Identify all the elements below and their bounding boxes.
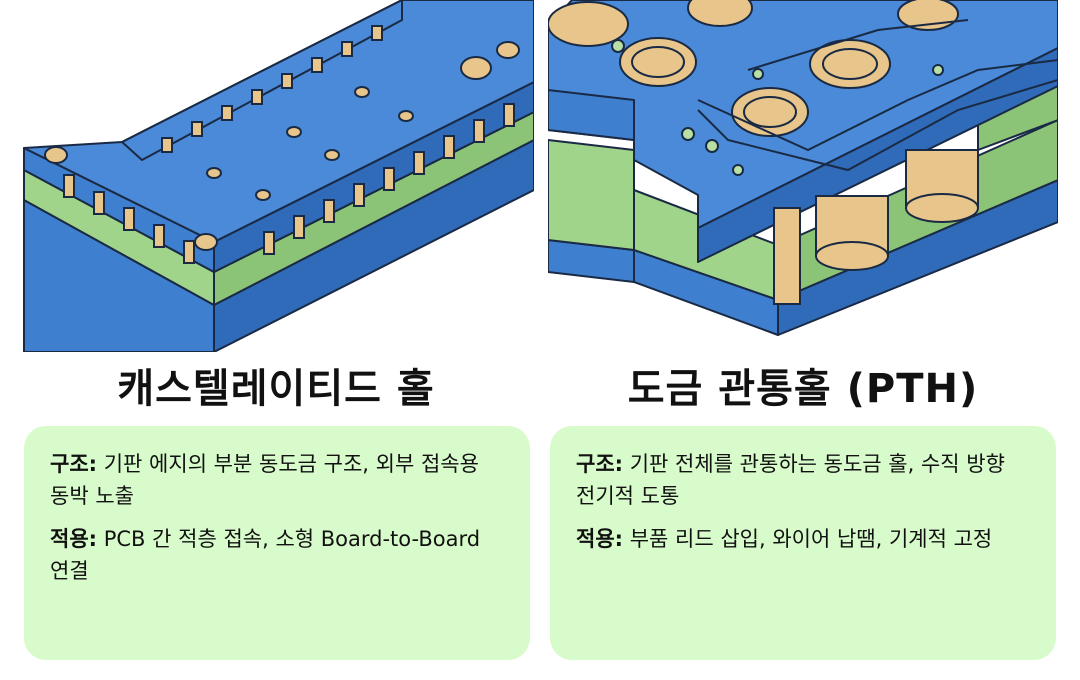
application-description: 적용: 부품 리드 삽입, 와이어 납땜, 기계적 고정 [576,523,1030,555]
pth-pads [548,0,959,137]
pth-title: 도금 관통홀 (PTH) [627,366,979,412]
castellated-half-holes [63,25,515,264]
plated-barrels [773,149,979,305]
application-description: 적용: PCB 간 적층 접속, 소형 Board-to-Board 연결 [50,523,504,587]
structure-label: 구조: [576,452,624,476]
castellated-hole-illustration [23,0,534,352]
castellated-hole-title: 캐스텔레이티드 홀 [117,366,435,412]
pth-info-card: 구조: 기판 전체를 관통하는 동도금 홀, 수직 방향 전기적 도통 적용: … [550,426,1056,660]
application-text: 부품 리드 삽입, 와이어 납땜, 기계적 고정 [629,527,993,551]
small-vias [611,39,944,176]
structure-description: 구조: 기판 전체를 관통하는 동도금 홀, 수직 방향 전기적 도통 [576,448,1030,512]
structure-description: 구조: 기판 에지의 부분 동도금 구조, 외부 접속용 동박 노출 [50,448,504,512]
plated-through-hole-illustration [548,0,1058,336]
vias [206,86,414,201]
surface-pads [44,41,520,251]
structure-label: 구조: [50,452,98,476]
structure-text: 기판 에지의 부분 동도금 구조, 외부 접속용 동박 노출 [50,452,479,508]
castellated-hole-info-card: 구조: 기판 에지의 부분 동도금 구조, 외부 접속용 동박 노출 적용: P… [24,426,530,660]
application-label: 적용: [576,527,624,551]
substrate-layer [548,139,635,251]
application-label: 적용: [50,527,98,551]
traces [697,19,1058,172]
structure-text: 기판 전체를 관통하는 동도금 홀, 수직 방향 전기적 도통 [576,452,1005,508]
application-text: PCB 간 적층 접속, 소형 Board-to-Board 연결 [50,527,481,583]
